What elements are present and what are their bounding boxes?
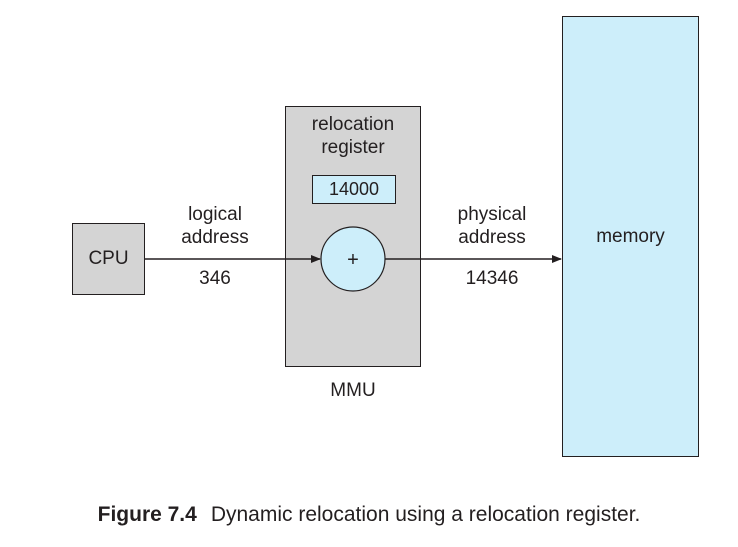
relocation-register-value: 14000: [328, 179, 380, 199]
logical-address-label: logical address: [181, 204, 249, 248]
physical-address-label: physical address: [457, 204, 527, 248]
memory-box: memory: [562, 16, 699, 457]
relocation-register-box: 14000: [312, 175, 396, 204]
figure-number: Figure 7.4: [97, 503, 197, 526]
cpu-box: CPU: [72, 223, 145, 295]
mmu-label: MMU: [330, 380, 376, 401]
relocation-register-title: relocation register: [311, 114, 395, 158]
mmu-box: [285, 106, 421, 367]
physical-address-value: 14346: [465, 268, 519, 289]
caption-text: Dynamic relocation using a relocation re…: [210, 503, 641, 526]
figure-caption: Figure 7.4 Dynamic relocation using a rel…: [0, 503, 738, 527]
logical-address-value: 346: [199, 268, 231, 289]
adder-circle: [320, 226, 386, 292]
adder-symbol: +: [347, 249, 359, 271]
cpu-label: CPU: [88, 248, 129, 269]
memory-label: memory: [596, 225, 665, 247]
